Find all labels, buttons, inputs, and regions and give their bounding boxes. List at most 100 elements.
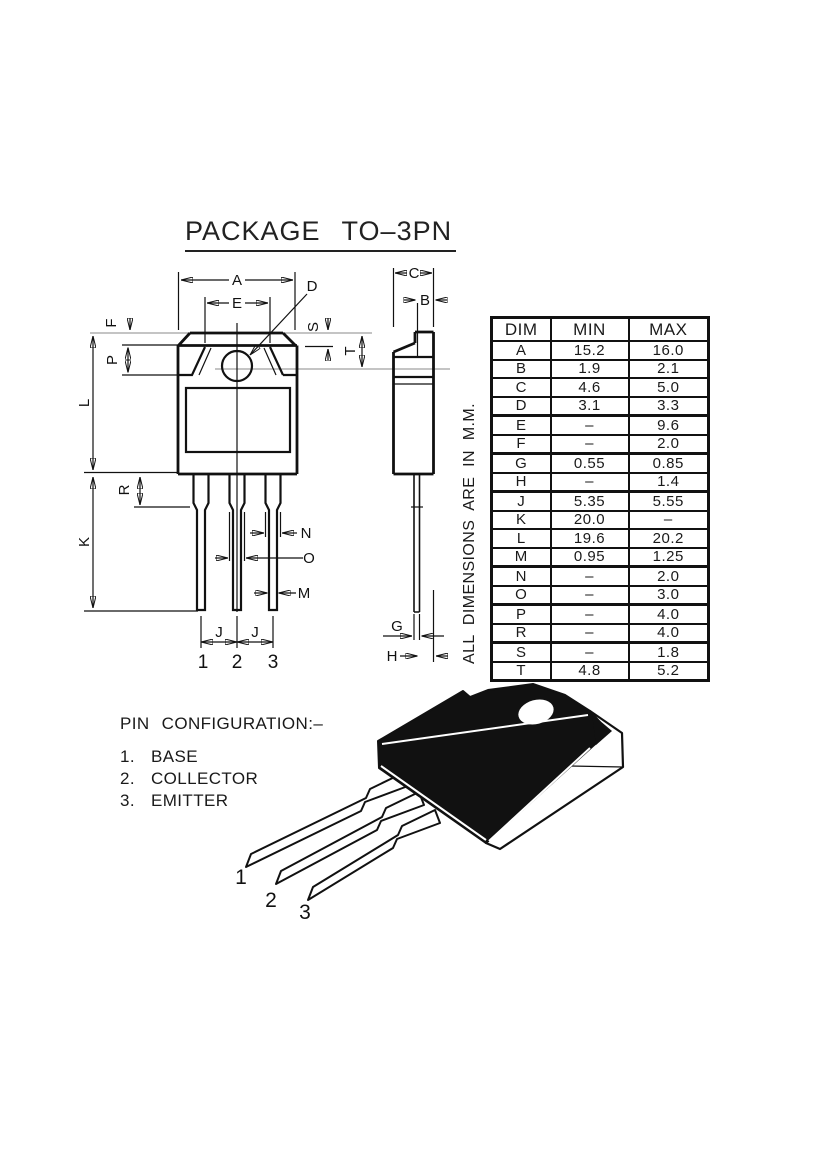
pin-configuration: PIN CONFIGURATION:– 1.BASE 2.COLLECTOR 3… — [120, 714, 323, 810]
iso-pin-3: 3 — [299, 901, 311, 924]
dim-P: P — [104, 344, 186, 376]
dim-cell: P — [490, 603, 552, 625]
max-cell: 1.8 — [627, 641, 710, 663]
table-row: S–1.8 — [490, 641, 710, 663]
pin-function: COLLECTOR — [151, 769, 259, 788]
dim-cell: K — [490, 509, 552, 530]
dim-label-M: M — [298, 585, 311, 602]
dim-label-L: L — [76, 399, 93, 407]
col-header-dim: DIM — [490, 316, 552, 342]
iso-mounting-hole — [518, 699, 554, 725]
dim-label-R: R — [116, 484, 133, 495]
dim-F: F — [103, 318, 130, 330]
dim-label-P: P — [104, 355, 121, 365]
max-cell: 5.0 — [627, 377, 710, 398]
dim-O: O — [215, 512, 315, 567]
front-lead-3 — [264, 474, 282, 612]
pin-config-item-2: 2. COLLECTOR — [120, 769, 258, 789]
dim-cell: R — [490, 622, 552, 644]
front-pin-2: 2 — [232, 652, 243, 673]
dim-cell: T — [490, 660, 552, 682]
max-cell: – — [627, 509, 710, 530]
front-leads — [192, 474, 282, 612]
dim-L: L — [76, 336, 178, 474]
front-lead-1 — [192, 474, 210, 612]
dim-cell: L — [490, 528, 552, 549]
table-row: F–2.0 — [490, 433, 710, 455]
dim-label-C: C — [409, 265, 420, 282]
dim-cell: E — [490, 414, 552, 436]
max-cell: 3.0 — [627, 584, 710, 606]
max-cell: 20.2 — [627, 528, 710, 549]
min-cell: – — [549, 414, 630, 436]
min-cell: – — [549, 433, 630, 455]
dim-cell: J — [490, 490, 552, 512]
dim-label-H: H — [387, 648, 398, 665]
side-lead — [411, 474, 423, 613]
min-cell: – — [549, 603, 630, 625]
pin-function: EMITTER — [151, 791, 229, 810]
dim-label-J1: J — [215, 624, 223, 641]
page-title: PACKAGE TO–3PN — [185, 216, 457, 252]
dim-cell: O — [490, 584, 552, 606]
pin-number: 3. — [120, 791, 135, 810]
min-cell: 15.2 — [549, 340, 630, 361]
table-row: N–2.0 — [490, 565, 710, 587]
table-row: P–4.0 — [490, 603, 710, 625]
col-header-max: MAX — [627, 316, 710, 342]
iso-view-drawing: 1 2 3 — [235, 683, 625, 924]
dim-label-K: K — [76, 537, 93, 547]
table-row: O–3.0 — [490, 584, 710, 606]
front-pin-3: 3 — [268, 652, 279, 673]
iso-pin-1: 1 — [235, 866, 247, 889]
min-cell: 4.8 — [549, 660, 630, 682]
min-cell: 0.95 — [549, 546, 630, 568]
max-cell: 0.85 — [627, 452, 710, 474]
iso-lead-2 — [275, 791, 425, 885]
dim-label-F: F — [103, 318, 120, 327]
dim-label-A: A — [232, 272, 242, 289]
dim-cell: G — [490, 452, 552, 474]
side-body-outline — [392, 303, 435, 476]
dim-label-G: G — [391, 618, 403, 635]
max-cell: 9.6 — [627, 414, 710, 436]
max-cell: 5.2 — [627, 660, 710, 682]
dim-N: N — [250, 512, 311, 542]
dim-cell: H — [490, 471, 552, 493]
max-cell: 5.55 — [627, 490, 710, 512]
dim-M: M — [254, 585, 310, 602]
min-cell: 0.55 — [549, 452, 630, 474]
iso-body — [377, 683, 601, 844]
dim-label-O: O — [303, 550, 315, 567]
front-pin-numbers: 1 2 3 — [198, 652, 279, 673]
dim-D: D — [249, 278, 318, 355]
iso-pin-2: 2 — [265, 889, 277, 912]
min-cell: 1.9 — [549, 358, 630, 379]
dim-K: K — [76, 477, 198, 612]
iso-pin-numbers: 1 2 3 — [235, 866, 311, 924]
dim-A: A — [177, 272, 296, 330]
min-cell: 3.1 — [549, 395, 630, 417]
max-cell: 4.0 — [627, 603, 710, 625]
dimension-table-header: DIM MIN MAX — [490, 316, 710, 342]
dim-C: C — [392, 265, 435, 327]
max-cell: 1.4 — [627, 471, 710, 493]
iso-leads — [245, 772, 441, 901]
dim-cell: A — [490, 340, 552, 361]
dim-cell: S — [490, 641, 552, 663]
pin-number: 2. — [120, 769, 135, 788]
units-note: ALL DIMENSIONS ARE IN M.M. — [461, 403, 478, 664]
min-cell: – — [549, 565, 630, 587]
min-cell: – — [549, 584, 630, 606]
max-cell: 16.0 — [627, 340, 710, 361]
max-cell: 2.1 — [627, 358, 710, 379]
